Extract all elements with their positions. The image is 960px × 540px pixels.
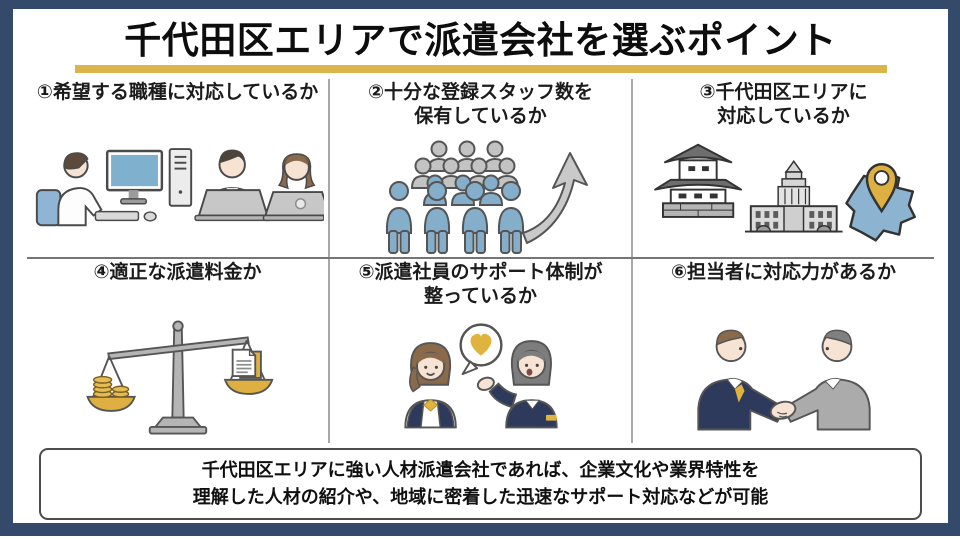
point-card-2: ②十分な登録スタッフ数を 保有しているか (328, 78, 631, 257)
point-heading-6: ⑥担当者に対応力があるか (670, 261, 897, 283)
points-grid: ①希望する職種に対応しているか (27, 78, 934, 443)
office-workers-icon (35, 147, 324, 226)
point-heading-5: ⑤派遣社員のサポート体制が 整っているか (358, 261, 603, 308)
point-card-4: ④適正な派遣料金か (27, 259, 328, 443)
title-underline (74, 64, 887, 73)
point-heading-4: ④適正な派遣料金か (93, 261, 262, 283)
point-heading-2: ②十分な登録スタッフ数を 保有しているか (367, 81, 594, 128)
summary-note: 千代田区エリアに強い人材派遣会社であれば、企業文化や業界特性を 理解した人材の紹… (39, 447, 922, 520)
row-divider (27, 256, 934, 259)
chiyoda-landmarks-icon (653, 143, 916, 242)
point-card-6: ⑥担当者に対応力があるか (631, 258, 934, 443)
point-heading-1: ①希望する職種に対応しているか (36, 81, 319, 103)
handshake-icon (696, 329, 871, 430)
staff-growth-icon (385, 140, 588, 254)
summary-line-2: 理解した人材の紹介や、地域に密着した迅速なサポート対応などが可能 (192, 486, 769, 507)
page-title: 千代田区エリアで派遣会社を選ぶポイント (124, 20, 837, 61)
points-row-2: ④適正な派遣料金か (27, 258, 934, 443)
point-card-1: ①希望する職種に対応しているか (27, 79, 328, 257)
point-heading-3: ③千代田区エリアに 対応しているか (699, 81, 868, 128)
balance-scale-icon (85, 320, 274, 435)
summary-line-1: 千代田区エリアに強い人材派遣会社であれば、企業文化や業界特性を (201, 459, 760, 480)
point-card-3: ③千代田区エリアに 対応しているか (631, 78, 934, 257)
points-row-1: ①希望する職種に対応しているか (27, 78, 934, 257)
support-talk-icon (403, 322, 558, 428)
point-card-5: ⑤派遣社員のサポート体制が 整っているか (328, 258, 631, 443)
